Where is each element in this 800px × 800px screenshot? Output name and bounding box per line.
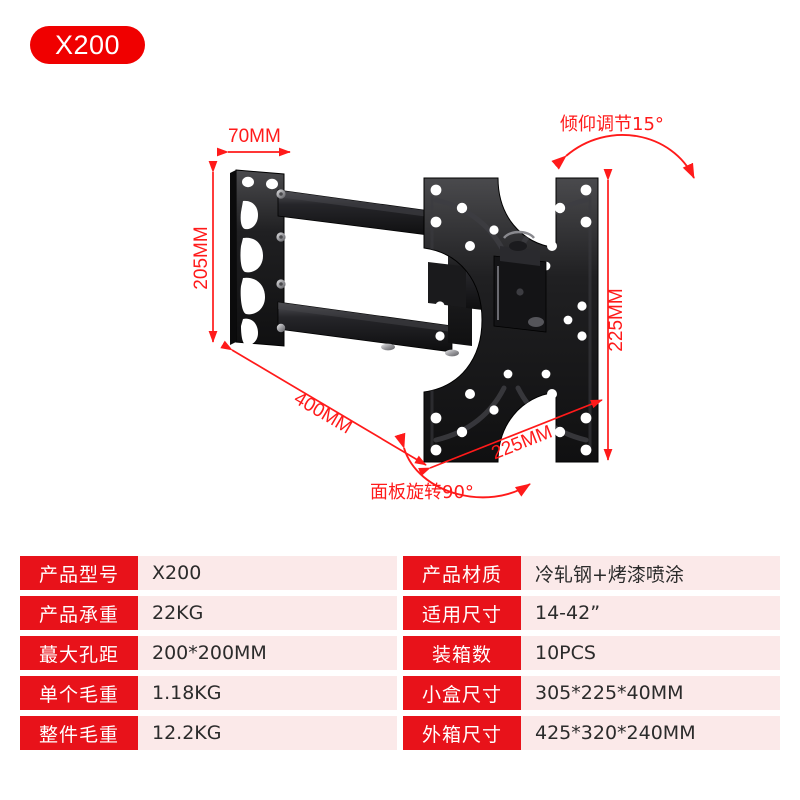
spec-row: 产品型号 X200	[20, 556, 397, 590]
spec-label-cell: 小盒尺寸	[403, 676, 521, 710]
spec-value-cell: 14-42”	[521, 596, 780, 630]
spec-value: 12.2KG	[152, 722, 222, 744]
spec-value: 200*200MM	[152, 642, 267, 664]
label-panel-rotation: 面板旋转90°	[370, 482, 474, 503]
spec-value: 1.18KG	[152, 682, 222, 704]
spec-label-cell: 蕞大孔距	[20, 636, 138, 670]
spec-value-cell: 22KG	[138, 596, 397, 630]
spec-value-cell: 425*320*240MM	[521, 716, 780, 750]
spec-label-cell: 单个毛重	[20, 676, 138, 710]
spec-label: 装箱数	[431, 643, 492, 666]
spec-label: 单个毛重	[38, 683, 119, 706]
product-model-badge-label: X200	[54, 29, 121, 60]
spec-row: 蕞大孔距 200*200MM	[20, 636, 397, 670]
spec-value-cell: 305*225*40MM	[521, 676, 780, 710]
spec-label: 产品承重	[38, 603, 119, 626]
spec-label: 外箱尺寸	[421, 723, 502, 746]
spec-value-cell: 冷轧钢+烤漆喷涂	[521, 556, 780, 590]
spec-value: 14-42”	[535, 602, 601, 624]
label-225mm-vertical: 225MM	[606, 288, 627, 351]
product-diagram: 70MM 205MM 倾仰调节15° 225MM 400MM 225MM 面板旋…	[0, 70, 800, 540]
spec-value-cell: 200*200MM	[138, 636, 397, 670]
wall-plate	[230, 169, 285, 363]
label-400mm: 400MM	[290, 388, 355, 438]
spec-label: 产品型号	[38, 563, 119, 586]
spec-label-cell: 装箱数	[403, 636, 521, 670]
spec-row: 产品材质 冷轧钢+烤漆喷涂	[403, 556, 780, 590]
spec-label-cell: 外箱尺寸	[403, 716, 521, 750]
spec-column-right: 产品材质 冷轧钢+烤漆喷涂 适用尺寸 14-42” 装箱数 10PCS 小盒尺寸…	[403, 556, 780, 750]
spec-value-cell: 1.18KG	[138, 676, 397, 710]
spec-value: 10PCS	[535, 642, 596, 664]
spec-row: 装箱数 10PCS	[403, 636, 780, 670]
spec-value-cell: 10PCS	[521, 636, 780, 670]
spec-value: 425*320*240MM	[535, 722, 696, 744]
rotation-arc	[394, 432, 531, 499]
spec-label-cell: 产品材质	[403, 556, 521, 590]
spec-label: 小盒尺寸	[421, 683, 502, 706]
spec-value: 305*225*40MM	[535, 682, 684, 704]
spec-label: 产品材质	[421, 563, 502, 586]
spec-value: X200	[152, 562, 202, 584]
spec-column-left: 产品型号 X200 产品承重 22KG 蕞大孔距 200*200MM 单个毛重 …	[20, 556, 397, 750]
tilt-arc	[551, 134, 695, 179]
specification-table: 产品型号 X200 产品承重 22KG 蕞大孔距 200*200MM 单个毛重 …	[20, 556, 780, 750]
spec-row: 整件毛重 12.2KG	[20, 716, 397, 750]
spec-row: 单个毛重 1.18KG	[20, 676, 397, 710]
spec-value-cell: X200	[138, 556, 397, 590]
spec-label-cell: 产品承重	[20, 596, 138, 630]
spec-row: 适用尺寸 14-42”	[403, 596, 780, 630]
spec-row: 外箱尺寸 425*320*240MM	[403, 716, 780, 750]
spec-label: 整件毛重	[38, 723, 119, 746]
dim-line-400mm	[220, 340, 427, 466]
spec-value: 22KG	[152, 602, 204, 624]
spec-label: 适用尺寸	[421, 603, 502, 626]
spec-label-cell: 整件毛重	[20, 716, 138, 750]
spec-value-cell: 12.2KG	[138, 716, 397, 750]
dimension-annotations	[208, 134, 695, 499]
spec-label-cell: 产品型号	[20, 556, 138, 590]
label-205mm: 205MM	[191, 226, 212, 289]
spec-value: 冷轧钢+烤漆喷涂	[535, 563, 684, 586]
spec-row: 产品承重 22KG	[20, 596, 397, 630]
product-model-badge: X200	[30, 26, 145, 64]
label-70mm: 70MM	[228, 126, 281, 147]
spec-row: 小盒尺寸 305*225*40MM	[403, 676, 780, 710]
label-tilt-adjust: 倾仰调节15°	[560, 114, 664, 135]
spec-label-cell: 适用尺寸	[403, 596, 521, 630]
spec-label: 蕞大孔距	[38, 643, 119, 666]
tilt-mechanism	[493, 230, 547, 333]
